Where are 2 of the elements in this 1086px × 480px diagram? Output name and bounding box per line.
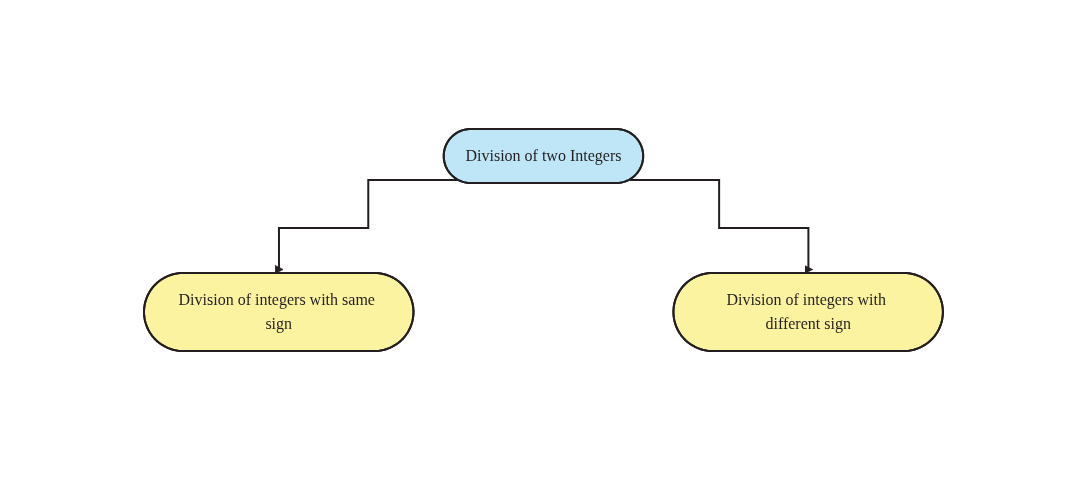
arrow: [628, 178, 813, 274]
arrow: [274, 178, 459, 274]
